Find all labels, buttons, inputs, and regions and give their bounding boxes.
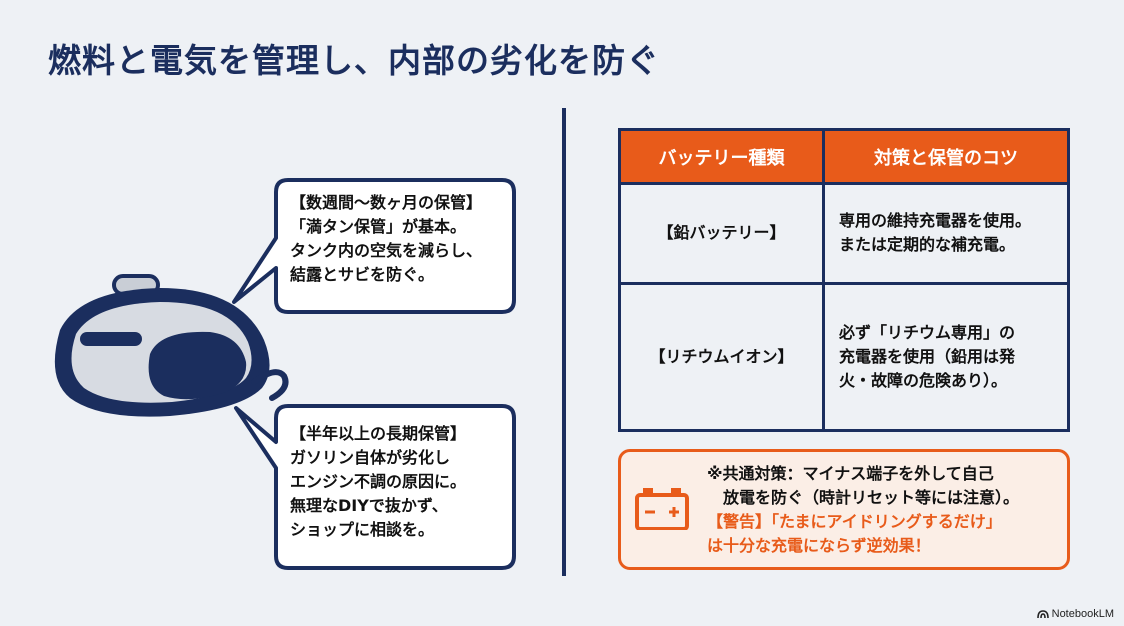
fuel-tank-icon <box>54 274 289 417</box>
tip-line: 充電器を使用（鉛用は発 <box>839 346 1016 366</box>
table-header-row: バッテリー種類 対策と保管のコツ <box>618 128 1070 185</box>
battery-tip-lead: 専用の維持充電器を使用。 または定期的な補充電。 <box>822 182 1070 285</box>
note-line: ショップに相談を。 <box>290 520 435 539</box>
tip-line: 専用の維持充電器を使用。 <box>839 211 1032 231</box>
brand-name: NotebookLM <box>1051 608 1114 620</box>
battery-type-lead: 【鉛バッテリー】 <box>618 182 825 285</box>
common-measure-line: 放電を防ぐ（時計リセット等には注意）。 <box>723 488 1020 507</box>
note-line: タンク内の空気を減らし、 <box>290 241 483 260</box>
tip-line: または定期的な補充電。 <box>839 235 1016 255</box>
tip-line: 必ず「リチウム専用」の <box>839 322 1016 342</box>
note-line: 【半年以上の長期保管】 <box>290 424 467 443</box>
car-battery-icon <box>635 488 689 530</box>
tip-line: 火・故障の危険あり）。 <box>839 370 1008 390</box>
note-line: 結露とサビを防ぐ。 <box>290 265 435 284</box>
warning-line: 【警告】「たまにアイドリングするだけ」 <box>707 512 1002 531</box>
battery-table: バッテリー種類 対策と保管のコツ 【鉛バッテリー】 専用の維持充電器を使用。 ま… <box>618 128 1070 433</box>
table-row: 【鉛バッテリー】 専用の維持充電器を使用。 または定期的な補充電。 <box>618 182 1070 285</box>
short-term-storage-note: 【数週間〜数ヶ月の保管】 「満タン保管」が基本。 タンク内の空気を減らし、 結露… <box>290 191 482 287</box>
notice-text: ※共通対策：マイナス端子を外して自己 放電を防ぐ（時計リセット等には注意）。 【… <box>707 462 1019 558</box>
common-measures-notice: ※共通対策：マイナス端子を外して自己 放電を防ぐ（時計リセット等には注意）。 【… <box>618 449 1070 570</box>
brand-watermark: NotebookLM <box>1036 608 1114 620</box>
note-line: エンジン不調の原因に。 <box>290 472 467 491</box>
notebooklm-logo-icon <box>1036 610 1049 619</box>
common-measure-line: ※共通対策：マイナス端子を外して自己 <box>707 464 994 483</box>
section-divider <box>562 108 566 576</box>
page-title: 燃料と電気を管理し、内部の劣化を防ぐ <box>48 41 660 80</box>
note-line: 「満タン保管」が基本。 <box>290 217 467 236</box>
battery-tip-lithium: 必ず「リチウム専用」の 充電器を使用（鉛用は発 火・故障の危険あり）。 <box>822 281 1070 433</box>
long-term-storage-note: 【半年以上の長期保管】 ガソリン自体が劣化し エンジン不調の原因に。 無理なDI… <box>290 422 466 542</box>
note-line: 無理なDIYで抜かず、 <box>290 496 448 515</box>
warning-line: は十分な充電にならず逆効果！ <box>707 536 931 555</box>
header-battery-type: バッテリー種類 <box>618 128 825 185</box>
header-tips: 対策と保管のコツ <box>822 128 1070 185</box>
battery-type-lithium: 【リチウムイオン】 <box>618 281 825 433</box>
note-line: ガソリン自体が劣化し <box>290 448 451 467</box>
note-line: 【数週間〜数ヶ月の保管】 <box>290 193 483 212</box>
table-row: 【リチウムイオン】 必ず「リチウム専用」の 充電器を使用（鉛用は発 火・故障の危… <box>618 281 1070 433</box>
